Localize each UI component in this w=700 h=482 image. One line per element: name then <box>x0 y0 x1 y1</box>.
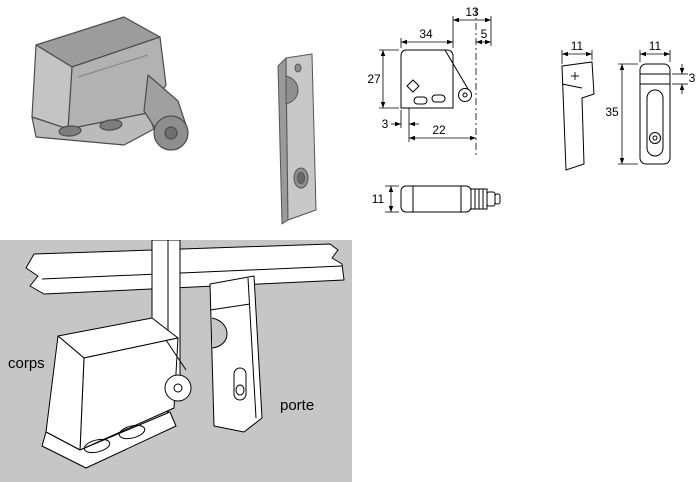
catch-front-view <box>639 63 671 165</box>
dim-latch-side-height: 11 <box>372 192 385 206</box>
latch-side-dimension-lines <box>385 185 399 213</box>
catch-side-details <box>561 72 583 89</box>
dim-latch-outer-offset: 13 <box>465 5 479 19</box>
catch-photo-body <box>277 53 317 225</box>
cabinet-latch-outline <box>41 317 192 469</box>
installation-diagram: corps porte <box>0 240 352 482</box>
dim-latch-inner-offset: 5 <box>481 27 488 41</box>
dim-latch-width: 34 <box>419 27 433 41</box>
latch-roller-outline <box>164 374 192 402</box>
latch-front-view <box>400 49 472 109</box>
catch-dimension-drawing: 11 35 11 3 <box>561 39 696 171</box>
trip-lever-line <box>444 49 469 90</box>
top-panel <box>25 243 345 295</box>
latch-photo <box>31 16 189 151</box>
dim-latch-height: 27 <box>367 72 381 86</box>
dim-catch-side-width: 11 <box>571 39 584 53</box>
dim-catch-height: 35 <box>605 105 619 119</box>
roller-circle <box>458 88 472 102</box>
latch-photo-body <box>31 16 189 151</box>
door-catch-outline <box>209 275 263 433</box>
dim-latch-edge-offset: 3 <box>382 117 389 131</box>
catch-photo-hook-notch <box>285 75 299 105</box>
catch-side-view <box>561 61 595 171</box>
catch-plate-photo <box>277 53 317 225</box>
spring-symbol <box>406 79 420 93</box>
latch-dimension-drawing: 34 13 5 27 3 22 11 <box>367 5 501 213</box>
dim-catch-front-width: 11 <box>649 39 662 53</box>
latch-dimension-lines <box>379 16 492 142</box>
latch-side-view <box>400 185 501 213</box>
dim-catch-tab-thickness: 3 <box>689 71 696 85</box>
dim-latch-depth: 22 <box>432 123 446 137</box>
label-porte: porte <box>280 397 314 414</box>
label-corps: corps <box>8 355 45 372</box>
catch-screw-hole <box>649 132 661 144</box>
catch-dimension-lines <box>561 50 688 165</box>
